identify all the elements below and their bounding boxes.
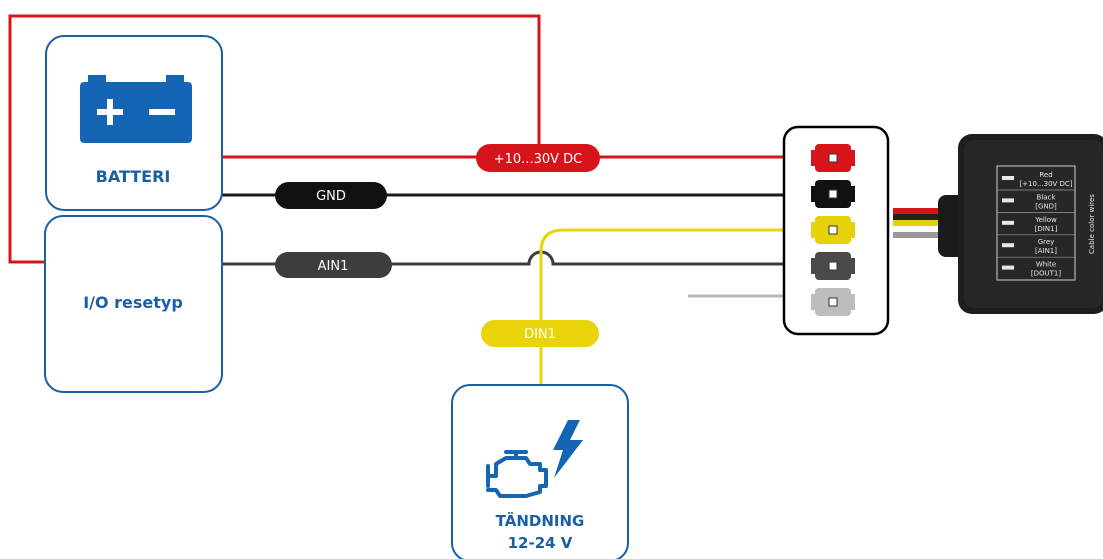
ground-wire-tag: GND [275,182,387,209]
ignition-label-line2: 12-24 V [508,534,573,552]
wire-pin-icon [1002,176,1014,180]
analog-wire-label: AIN1 [318,259,349,274]
device-label-row: Yellow[DIN1] [997,216,1075,236]
power-wire-tag: +10...30V DC [476,144,600,172]
device-row-signal: [DOUT1] [1031,270,1061,278]
wire-pin-icon [1002,220,1014,225]
power-wire-loop [8,14,541,264]
ignition-label-line1: TÄNDNING [496,511,585,530]
device-row-signal: [AIN1] [1035,247,1057,255]
device-label-row: Red[+10...30V DC] [997,171,1075,191]
connector-pin [811,288,855,316]
device-label-rows: Red[+10...30V DC]Black[GND]Yellow[DIN1]G… [997,171,1075,280]
connector [782,125,890,336]
io-device-node: I/O resetyp [44,215,223,393]
device-row-name: Yellow [1034,216,1057,224]
device-row-signal: [GND] [1035,202,1057,210]
ignition-node: TÄNDNING 12-24 V [451,384,629,559]
battery-label: BATTERI [96,167,171,186]
device-label-row: White[DOUT1] [997,261,1075,280]
device-row-name: White [1036,261,1056,269]
io-device-label: I/O resetyp [83,293,183,312]
device-side-label: Cable color wires [1088,194,1096,254]
car-battery-icon [80,75,192,143]
digital-wire [539,228,785,385]
device-row-signal: [DIN1] [1035,225,1058,233]
device-row-name: Red [1039,171,1052,179]
ground-wire-label: GND [316,189,346,204]
connector-pin [811,180,855,208]
engine-lightning-icon [486,420,583,498]
analog-wire-tag: AIN1 [275,252,392,278]
device-row-name: Black [1037,193,1057,201]
device-row-signal: [+10...30V DC] [1019,180,1072,188]
digital-wire-tag: DIN1 [481,320,599,347]
power-wire-label: +10...30V DC [494,152,583,167]
digital-wire-label: DIN1 [524,327,556,342]
device-row-name: Grey [1038,238,1055,246]
wire-pin-icon [1002,198,1014,203]
connector-pins [811,144,855,316]
tracker-device: Red[+10...30V DC]Black[GND]Yellow[DIN1]G… [893,134,1103,314]
connector-pin [811,216,855,244]
battery-node: BATTERI [45,35,223,211]
device-label-row: Grey[AIN1] [997,238,1075,258]
wire-pin-icon [1002,243,1014,248]
wire-pin-icon [1002,265,1014,270]
device-label-row: Black[GND] [997,193,1075,213]
connector-pin [811,144,855,172]
connector-pin [811,252,855,280]
